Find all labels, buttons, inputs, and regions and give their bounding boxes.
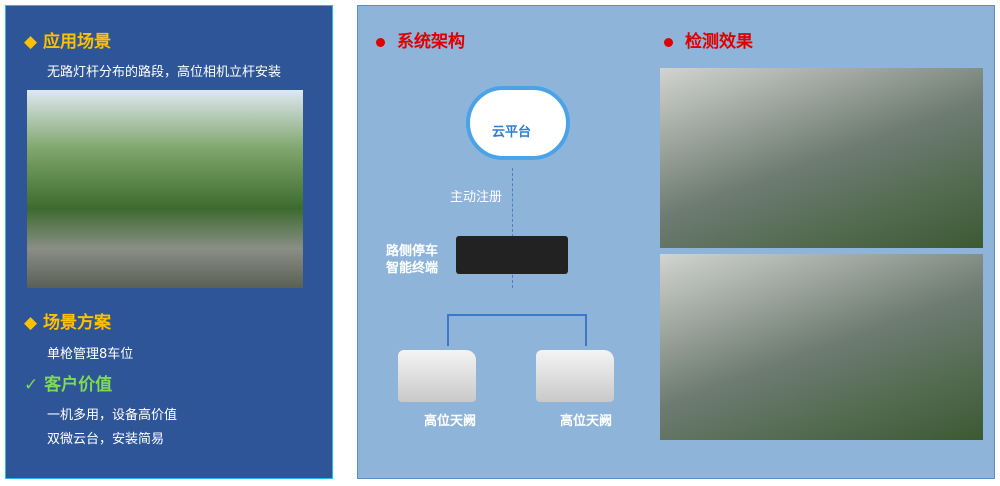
cloud-label: 云平台 [492, 125, 532, 140]
solution-heading: ◆ 场景方案 [24, 313, 111, 333]
terminal-label: 路侧停车 [386, 244, 439, 259]
register-label: 主动注册 [450, 190, 503, 205]
connector-line [512, 168, 513, 288]
bullet-icon [376, 37, 385, 47]
terminal-label: 智能终端 [386, 261, 439, 276]
value-heading: ✓ 客户价值 [24, 375, 113, 395]
scenario-heading: ◆ 应用场景 [24, 32, 111, 52]
camera-icon [536, 350, 614, 402]
value-line: 一机多用，设备高价值 [47, 408, 178, 423]
street-photo [27, 90, 303, 288]
detection-image [660, 254, 983, 440]
value-line: 双微云台，安装简易 [47, 432, 165, 447]
camera-icon [398, 350, 476, 402]
terminal-device [456, 236, 568, 274]
camera-label: 高位天阙 [424, 414, 477, 429]
cloud-icon [466, 86, 570, 160]
detection-image [660, 68, 983, 248]
scenario-desc: 无路灯杆分布的路段，高位相机立杆安装 [47, 65, 282, 80]
diamond-icon: ◆ [24, 313, 38, 333]
detection-heading: 检测效果 [664, 27, 753, 52]
solution-desc: 单枪管理8车位 [47, 347, 134, 362]
branch-line [447, 314, 587, 346]
bullet-icon [664, 37, 673, 47]
check-icon: ✓ [24, 375, 39, 395]
architecture-heading: 系统架构 [376, 27, 465, 52]
camera-label: 高位天阙 [560, 414, 613, 429]
diamond-icon: ◆ [24, 32, 38, 52]
